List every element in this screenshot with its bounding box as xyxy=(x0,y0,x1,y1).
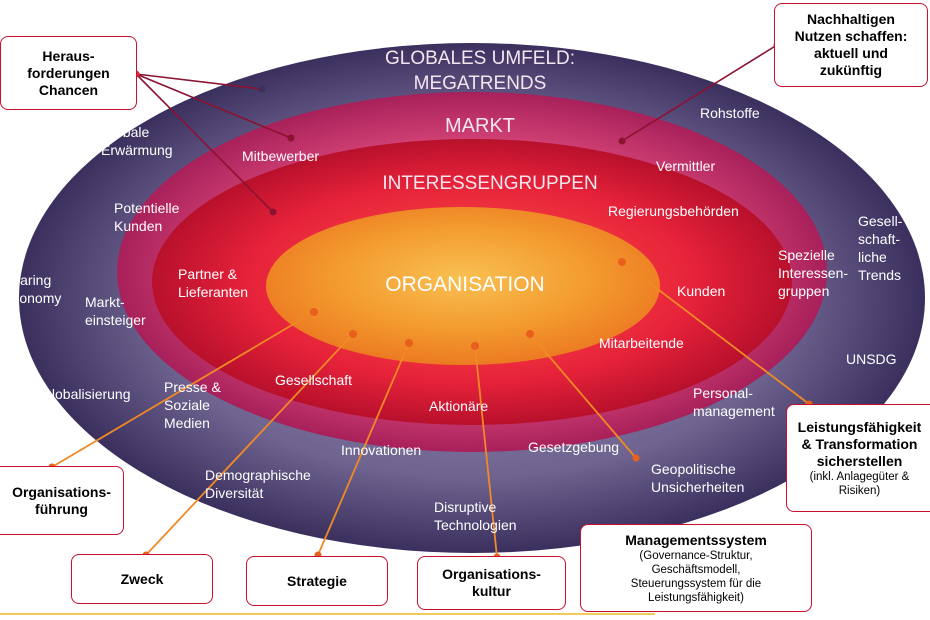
organisation-title: ORGANISATION xyxy=(385,273,545,296)
label-regierungsbehoerden: Regierungsbehörden xyxy=(608,203,739,219)
leader-dot xyxy=(269,208,277,216)
label-rohstoffe: Rohstoffe xyxy=(700,105,760,121)
callout-managementsystem: Managementssystem (Governance-Struktur, … xyxy=(580,524,812,612)
label-gesellschaft: Gesellschaft xyxy=(275,372,353,388)
label-partner-lieferanten: Partner & Lieferanten xyxy=(178,266,249,300)
label-gesellschaftliche-trends: Gesell- schaft- liche Trends xyxy=(858,213,903,283)
leader-dot xyxy=(258,85,266,93)
callout-organisationskultur: Organisations- kultur xyxy=(417,556,566,610)
leader-dot xyxy=(405,339,413,347)
callout-organisationsfuehrung-text: Organisations- führung xyxy=(12,483,111,517)
leader-dot xyxy=(618,137,626,145)
label-kunden: Kunden xyxy=(677,283,726,299)
callout-herausforderungen: Heraus- forderungen Chancen xyxy=(0,36,137,110)
leader-dot xyxy=(526,330,534,338)
label-mitbewerber: Mitbewerber xyxy=(242,148,320,164)
leader-dot xyxy=(310,308,318,316)
label-vermittler: Vermittler xyxy=(656,158,716,174)
label-mitarbeitende: Mitarbeitende xyxy=(599,335,684,351)
outer-ring-title: GLOBALES UMFELD: MEGATRENDS xyxy=(384,48,576,94)
stakeholder-ring-title: INTERESSENGRUPPEN xyxy=(382,173,598,194)
callout-strategie-text: Strategie xyxy=(287,572,347,589)
leader-dot xyxy=(618,258,626,266)
label-globalisierung: Globalisierung xyxy=(41,386,131,402)
leader-dot xyxy=(287,134,295,142)
label-personalmanagement: Personal- management xyxy=(693,385,775,419)
market-ring-title: MARKT xyxy=(445,115,515,137)
leader-dot xyxy=(632,454,640,462)
callout-managementsystem-sub: (Governance-Struktur, Geschäftsmodell, S… xyxy=(630,549,762,604)
label-markteinsteiger: Markt- einsteiger xyxy=(85,294,146,328)
callout-herausforderungen-text: Heraus- forderungen Chancen xyxy=(27,47,110,98)
label-globale-erwaermung: Globale Erwärmung xyxy=(101,124,173,158)
callout-zweck-text: Zweck xyxy=(120,570,164,587)
label-geopolitische-unsicherheiten: Geopolitische Unsicherheiten xyxy=(651,461,745,495)
label-potentielle-kunden: Potentielle Kunden xyxy=(114,200,180,234)
callout-organisationsfuehrung: Organisations- führung xyxy=(0,466,124,535)
callout-leistungsfaehigkeit-sub: (inkl. Anlagegüter & Risiken) xyxy=(809,470,910,497)
label-presse-medien: Presse & Soziale Medien xyxy=(164,379,221,431)
label-unsdg: UNSDG xyxy=(846,351,897,367)
label-demographische-diversitaet: Demographische Diversität xyxy=(205,467,311,501)
leader-dot xyxy=(349,330,357,338)
label-spezielle-interessengruppen: Spezielle Interessen- gruppen xyxy=(778,247,849,299)
leader-dot xyxy=(471,342,479,350)
callout-zweck: Zweck xyxy=(71,554,213,604)
callout-nachhaltigen-nutzen-text: Nachhaltigen Nutzen schaffen: aktuell un… xyxy=(794,11,908,78)
organisation-core xyxy=(266,207,660,365)
footer-divider xyxy=(0,613,655,615)
leader-lines-red xyxy=(135,44,778,213)
callout-leistungsfaehigkeit-title: Leistungsfähigkeit & Transformation sich… xyxy=(797,418,922,469)
label-aktionaere: Aktionäre xyxy=(429,398,489,414)
label-disruptive-technologien: Disruptive Technologien xyxy=(434,499,517,533)
label-sharing-economy: Sharing Economy xyxy=(3,272,62,306)
leader-lines-orange xyxy=(51,261,810,558)
callout-leistungsfaehigkeit: Leistungsfähigkeit & Transformation sich… xyxy=(786,404,930,512)
label-gesetzgebung: Gesetzgebung xyxy=(528,439,620,455)
callout-strategie: Strategie xyxy=(246,556,388,606)
callout-managementsystem-title: Managementssystem xyxy=(625,531,767,548)
callout-nachhaltigen-nutzen: Nachhaltigen Nutzen schaffen: aktuell un… xyxy=(774,3,928,87)
label-innovationen: Innovationen xyxy=(341,442,422,458)
callout-organisationskultur-text: Organisations- kultur xyxy=(442,566,541,599)
